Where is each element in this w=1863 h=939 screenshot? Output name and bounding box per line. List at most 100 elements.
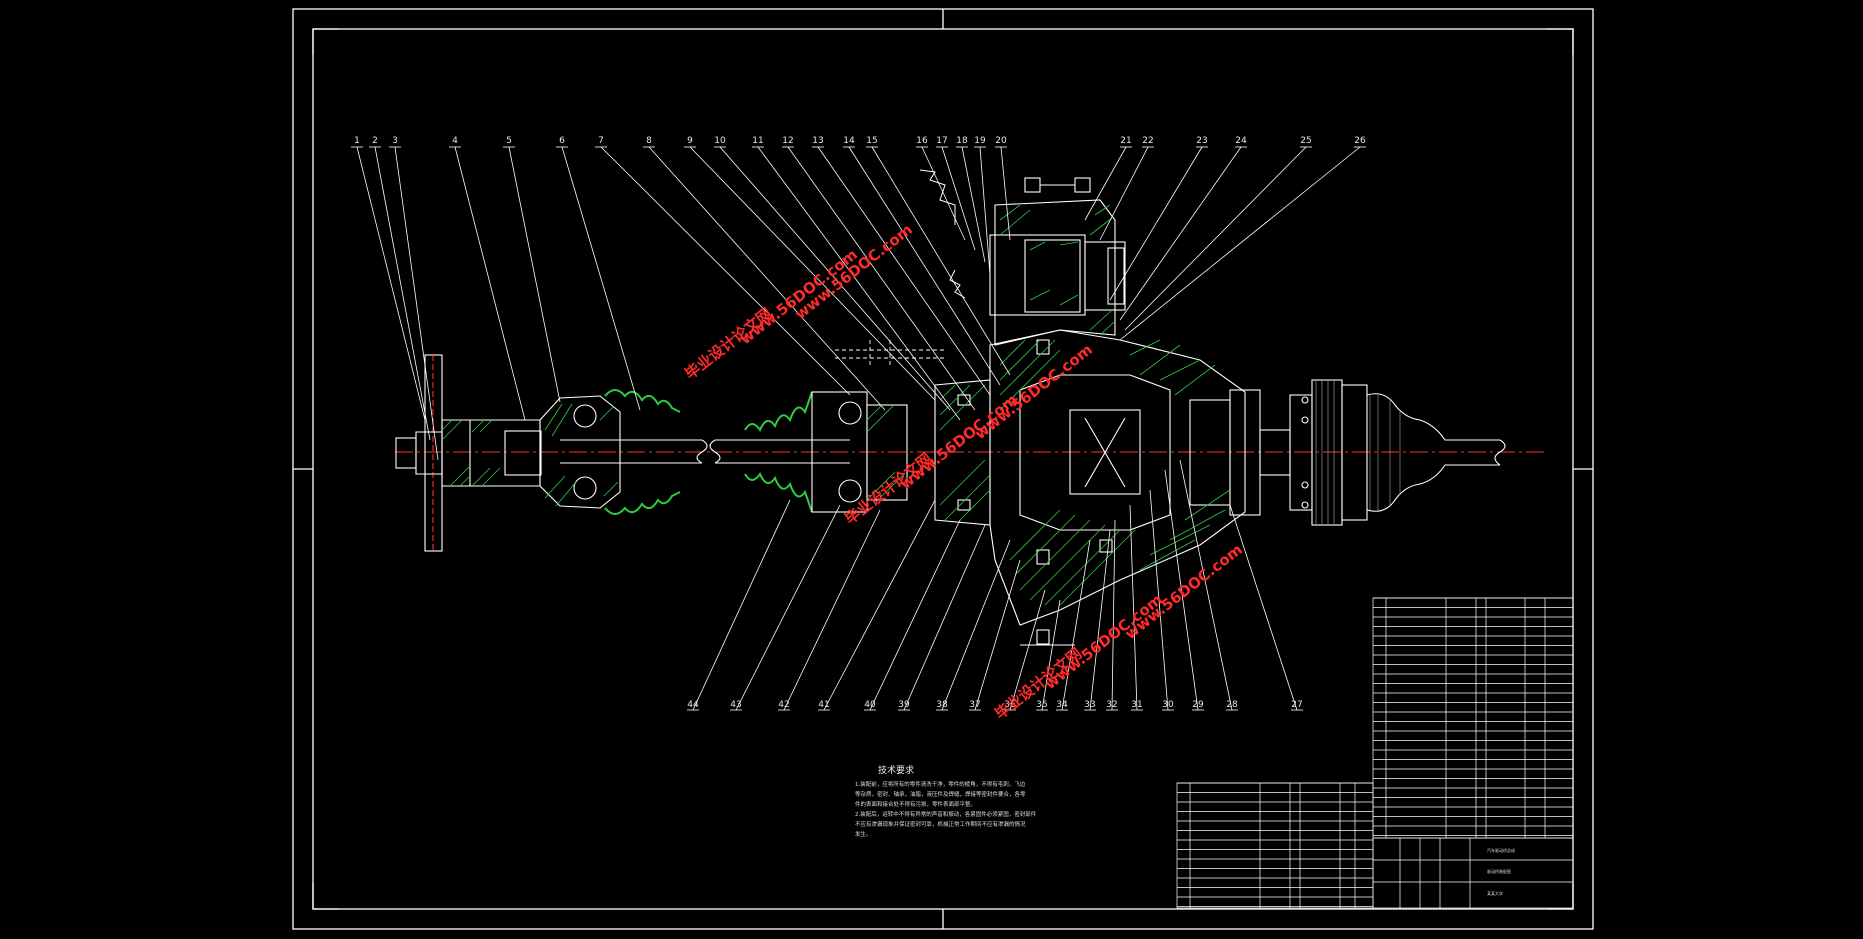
leader-line bbox=[1109, 146, 1203, 301]
watermark-5b: www.56DOC.com bbox=[1041, 590, 1165, 693]
leader-line bbox=[787, 146, 976, 411]
tech-note-line: 1.装配前，应将所有的零件清洗干净，零件的棱角，不得有毛刺，飞边 bbox=[855, 780, 1026, 788]
table-frame bbox=[1372, 837, 1574, 909]
leader-line bbox=[757, 146, 961, 421]
leader-line bbox=[1164, 469, 1199, 711]
part-number-label: 32 bbox=[1106, 700, 1117, 710]
leader-line bbox=[1124, 146, 1307, 331]
leader-line bbox=[961, 146, 986, 263]
technical-notes: 技术要求 1.装配前，应将所有的零件清洗干净，零件的棱角，不得有毛刺，飞边 等杂… bbox=[855, 764, 1037, 838]
part-number-label: 40 bbox=[864, 700, 876, 710]
part-number-label: 18 bbox=[956, 136, 968, 146]
part-number-label: 1 bbox=[354, 136, 360, 146]
part-number-label: 44 bbox=[687, 700, 699, 710]
part-number-label: 37 bbox=[969, 700, 980, 710]
leader-line bbox=[561, 146, 641, 411]
title-block-line2: 驱动桥装配图 bbox=[1487, 868, 1511, 874]
part-number-label: 13 bbox=[812, 136, 823, 146]
part-number-label: 33 bbox=[1084, 700, 1095, 710]
leader-line bbox=[1119, 146, 1242, 321]
title-block: 汽车驱动桥总成 驱动桥装配图 某某大学 bbox=[1487, 847, 1515, 896]
part-leaders bbox=[351, 146, 1366, 711]
leader-line bbox=[871, 146, 1011, 376]
leader-line bbox=[1179, 459, 1233, 711]
leader-line bbox=[941, 146, 976, 251]
leader-line bbox=[941, 539, 1011, 711]
part-number-label: 42 bbox=[778, 700, 789, 710]
leader-line bbox=[356, 146, 426, 421]
right-output-flange bbox=[1259, 379, 1506, 526]
outer-cv-joint bbox=[539, 395, 621, 509]
part-number-label: 41 bbox=[818, 700, 829, 710]
leader-line bbox=[817, 146, 991, 396]
watermarks: 毕业设计论文网 www.56DOC.com www.56DOC.com 毕业设计… bbox=[681, 220, 1245, 723]
leader-line bbox=[1099, 146, 1149, 241]
leader-line bbox=[1041, 599, 1061, 711]
part-number-label: 21 bbox=[1120, 136, 1131, 146]
hidden-lines bbox=[835, 340, 945, 365]
table-frame bbox=[1372, 597, 1574, 839]
part-number-label: 2 bbox=[372, 136, 378, 146]
part-number-label: 19 bbox=[974, 136, 986, 146]
leader-line bbox=[648, 146, 886, 411]
part-number-label: 22 bbox=[1142, 136, 1153, 146]
leader-line bbox=[1111, 519, 1116, 711]
part-number-label: 24 bbox=[1235, 136, 1247, 146]
tech-note-line: 发生。 bbox=[855, 830, 872, 838]
part-number-label: 9 bbox=[687, 136, 693, 146]
part-number-label: 43 bbox=[730, 700, 741, 710]
spring-seat bbox=[919, 169, 966, 299]
part-number-label: 7 bbox=[598, 136, 604, 146]
half-shaft-left bbox=[560, 439, 850, 464]
part-number-label: 20 bbox=[995, 136, 1007, 146]
leader-line bbox=[848, 146, 1001, 386]
part-number-label: 8 bbox=[646, 136, 652, 146]
leader-line bbox=[903, 524, 986, 711]
leader-line bbox=[1084, 146, 1127, 221]
leader-line bbox=[1229, 504, 1298, 711]
part-number-label: 27 bbox=[1291, 700, 1302, 710]
leader-line bbox=[508, 146, 561, 403]
leader-line bbox=[1149, 489, 1169, 711]
part-number-label: 12 bbox=[782, 136, 793, 146]
leader-line bbox=[600, 146, 851, 396]
leader-line bbox=[1119, 146, 1361, 341]
inner-cv-joint bbox=[811, 391, 908, 513]
tech-note-line: 2.装配后，运转中不得有异常的声音和振动，各紧固件必须紧固，密封部件 bbox=[855, 810, 1037, 818]
leader-line bbox=[689, 146, 936, 401]
tech-note-line: 件的表面和接合处不得有污损，零件表面部平整。 bbox=[855, 800, 976, 808]
leader-line bbox=[823, 499, 936, 711]
leader-line bbox=[692, 499, 791, 711]
tech-notes-title: 技术要求 bbox=[878, 764, 914, 776]
part-number-label: 17 bbox=[936, 136, 947, 146]
leader-line bbox=[374, 146, 431, 441]
leader-line bbox=[869, 519, 961, 711]
housing-hatching bbox=[939, 204, 1231, 606]
part-number-label: 11 bbox=[752, 136, 763, 146]
part-number-label: 29 bbox=[1192, 700, 1204, 710]
sheet-border bbox=[292, 8, 1594, 930]
part-number-label: 38 bbox=[936, 700, 948, 710]
parts-list-table bbox=[1176, 597, 1574, 909]
leader-line bbox=[735, 504, 841, 711]
part-number-label: 15 bbox=[866, 136, 877, 146]
part-number-label: 35 bbox=[1036, 700, 1047, 710]
watermark-2a: www.56DOC.com bbox=[791, 220, 915, 323]
part-number-label: 14 bbox=[843, 136, 855, 146]
leader-line bbox=[783, 509, 881, 711]
part-number-label: 23 bbox=[1196, 136, 1207, 146]
tech-note-line: 等杂质，密封、轴承，油脂，液压件及焊缝，焊接等密封件要合，各零 bbox=[855, 790, 1026, 798]
leader-line bbox=[1129, 504, 1138, 711]
outer-dust-boot bbox=[604, 389, 681, 515]
leader-line bbox=[974, 559, 1021, 711]
part-number-label: 25 bbox=[1300, 136, 1311, 146]
part-number-label: 30 bbox=[1162, 700, 1174, 710]
leader-line bbox=[719, 146, 951, 411]
part-number-label: 6 bbox=[559, 136, 565, 146]
part-number-label: 34 bbox=[1056, 700, 1068, 710]
tech-note-line: 不应有渗漏现象并保证密封可靠，机械正常工作期间不应有渗漏的情况 bbox=[855, 820, 1026, 828]
leader-line bbox=[454, 146, 526, 421]
part-number-label: 31 bbox=[1131, 700, 1142, 710]
